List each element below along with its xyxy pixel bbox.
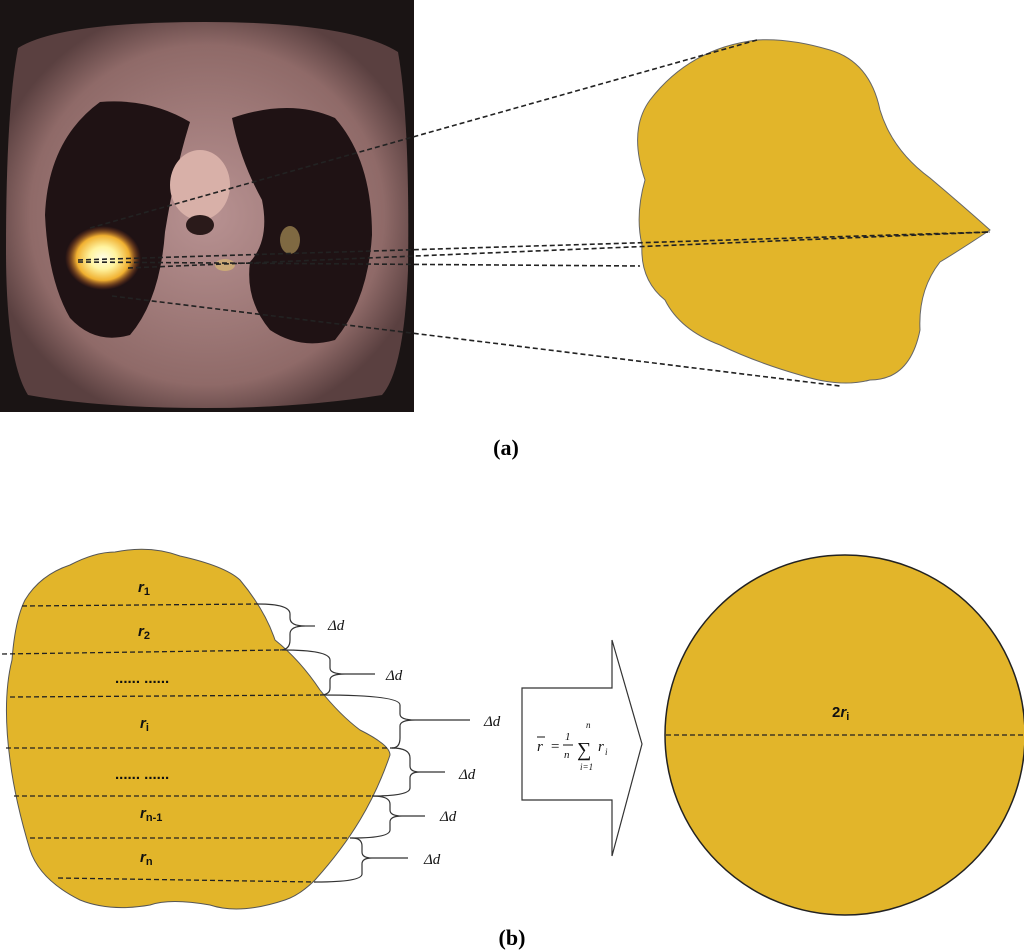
- tumor-hotspot: [65, 226, 141, 290]
- circle-label-2ri: 2ri: [832, 704, 849, 723]
- svg-text:i=1: i=1: [580, 762, 593, 772]
- delta-d-3: Δd: [483, 714, 501, 730]
- label-dots-1: ...... ......: [115, 670, 169, 687]
- label-r1: r1: [138, 579, 150, 598]
- svg-text:n: n: [564, 749, 570, 761]
- delta-labels: Δd Δd Δd Δd Δd Δd: [327, 618, 501, 868]
- transform-arrow: [521, 639, 643, 857]
- delta-braces: [257, 603, 470, 883]
- delta-d-1: Δd: [327, 618, 345, 634]
- svg-text:r: r: [537, 739, 543, 755]
- label-rn-1: rn-1: [140, 805, 162, 824]
- caption-a: (a): [493, 435, 519, 460]
- slice-lines: [1, 603, 396, 883]
- mean-radius-formula: r = 1 n n ∑ i=1 r i: [537, 720, 608, 772]
- svg-text:=: =: [550, 739, 560, 755]
- label-dots-2: ...... ......: [115, 766, 169, 783]
- label-rn: rn: [140, 849, 153, 868]
- svg-text:r: r: [598, 739, 604, 755]
- svg-text:∑: ∑: [577, 739, 591, 761]
- caption-b: (b): [499, 925, 526, 950]
- right-lung: [232, 108, 372, 344]
- projection-lines: [77, 39, 991, 387]
- svg-text:i: i: [605, 747, 608, 757]
- label-r2: r2: [138, 623, 150, 642]
- delta-d-6: Δd: [423, 852, 441, 868]
- svg-text:1: 1: [565, 731, 571, 743]
- delta-d-2: Δd: [385, 668, 403, 684]
- tumor-contour-b: [5, 548, 391, 910]
- svg-text:n: n: [586, 720, 591, 730]
- slice-labels: r1 r2 ...... ...... ri ...... ...... rn-…: [115, 579, 169, 868]
- delta-d-5: Δd: [439, 809, 457, 825]
- delta-d-4: Δd: [458, 767, 476, 783]
- tumor-contour-a: [637, 39, 991, 384]
- ct-scan-image: [0, 0, 414, 412]
- label-ri: ri: [140, 715, 149, 734]
